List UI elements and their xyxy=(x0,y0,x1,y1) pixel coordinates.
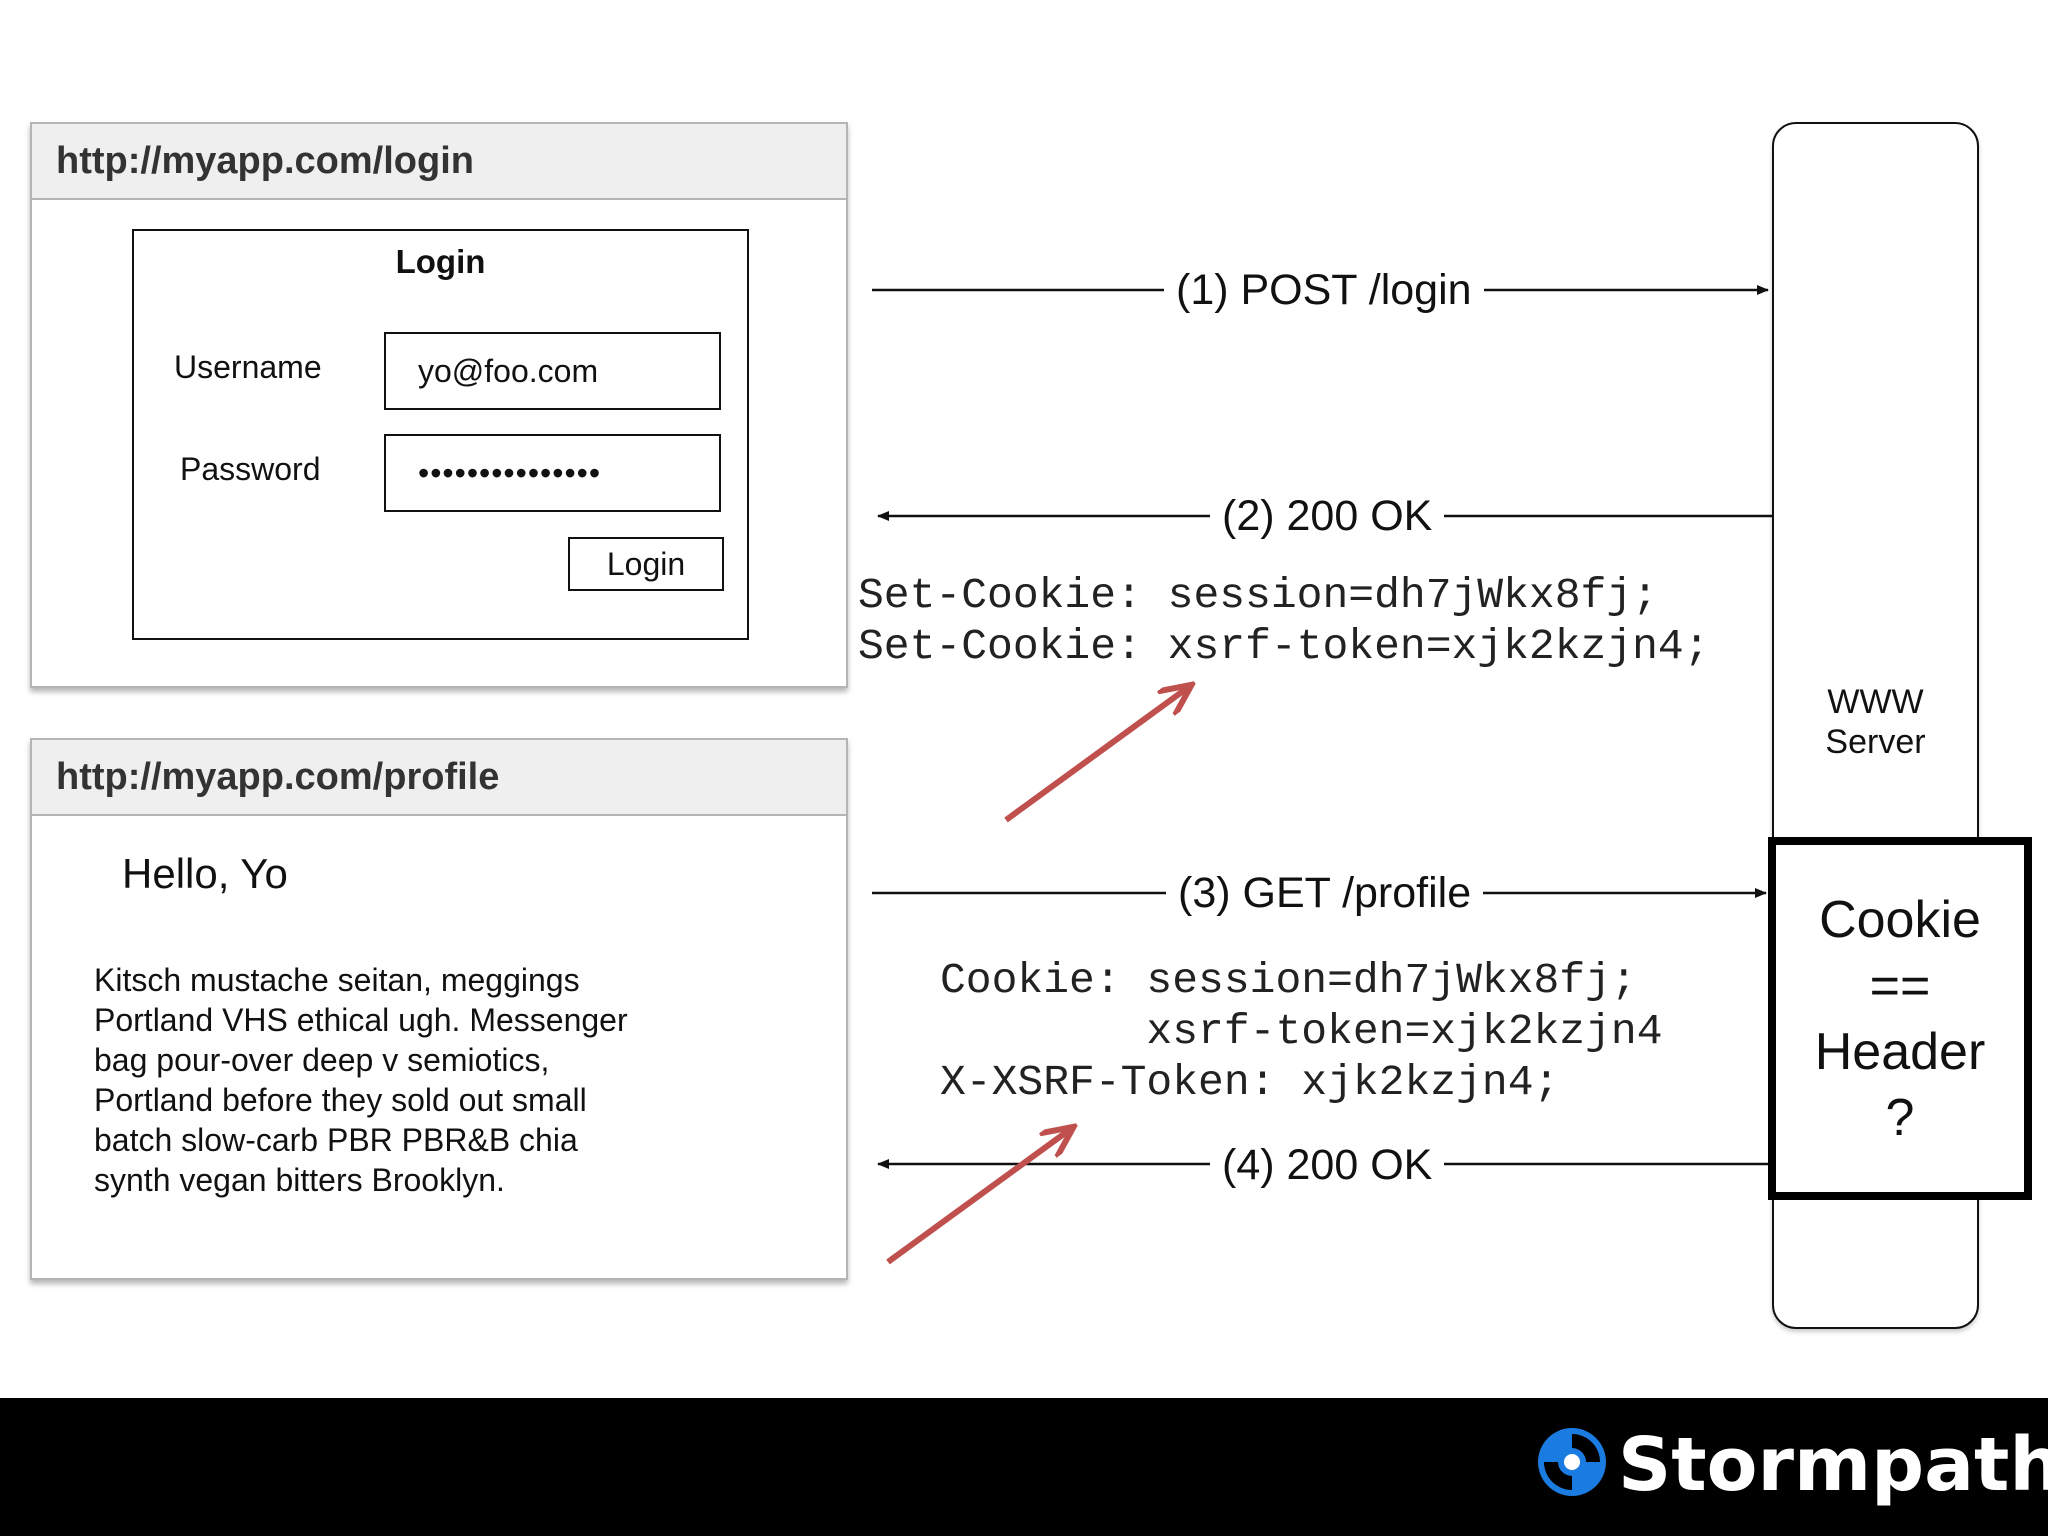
profile-greeting: Hello, Yo xyxy=(122,850,288,897)
login-button[interactable]: Login xyxy=(568,537,724,591)
set-cookie-session: Set-Cookie: session=dh7jWkx8fj; xyxy=(858,571,1658,620)
stormpath-logo-icon xyxy=(1538,1428,1606,1496)
cookie-header-session: Cookie: session=dh7jWkx8fj; xyxy=(940,956,1637,1005)
profile-url: http://myapp.com/profile xyxy=(56,755,500,798)
set-cookie-xsrf: Set-Cookie: xsrf-token=xjk2kzjn4; xyxy=(858,622,1710,671)
x-xsrf-token-header: X-XSRF-Token: xjk2kzjn4; xyxy=(940,1058,1560,1107)
label-step3: (3) GET /profile xyxy=(1166,868,1484,918)
server-label-line2: Server xyxy=(1825,723,1926,761)
server-label: WWW Server xyxy=(1772,682,1979,762)
username-label: Username xyxy=(174,349,322,385)
check-line4: ? xyxy=(1885,1088,1915,1147)
label-step1: (1) POST /login xyxy=(1164,265,1484,315)
username-value: yo@foo.com xyxy=(418,352,599,389)
login-form: Login Username yo@foo.com Password •••••… xyxy=(132,229,749,640)
red-arrow-xsrf-header xyxy=(886,1128,1072,1265)
check-line2: == xyxy=(1869,956,1931,1015)
server-label-line1: WWW xyxy=(1827,683,1924,721)
login-window: http://myapp.com/login Login Username yo… xyxy=(30,122,848,688)
profile-window: http://myapp.com/profile Hello, Yo Kitsc… xyxy=(30,738,848,1280)
login-url-bar: http://myapp.com/login xyxy=(32,124,846,200)
login-url: http://myapp.com/login xyxy=(56,139,474,182)
password-input[interactable]: ••••••••••••••• xyxy=(384,434,721,512)
check-line1: Cookie xyxy=(1819,890,1981,949)
label-step4: (4) 200 OK xyxy=(1210,1140,1445,1190)
red-arrow-set-cookie xyxy=(1004,686,1190,823)
login-form-title: Login xyxy=(395,243,486,280)
check-line3: Header xyxy=(1814,1022,1986,1081)
username-input[interactable]: yo@foo.com xyxy=(384,332,721,410)
label-step2: (2) 200 OK xyxy=(1210,491,1445,541)
password-value: ••••••••••••••• xyxy=(418,454,602,491)
cookie-header-xsrf: xsrf-token=xjk2kzjn4 xyxy=(940,1007,1663,1056)
profile-url-bar: http://myapp.com/profile xyxy=(32,740,846,816)
cookie-header-check: Cookie == Header ? xyxy=(1768,837,2032,1200)
footer-bar xyxy=(0,1398,2048,1536)
stormpath-brand: Stormpath xyxy=(1618,1422,2048,1508)
password-label: Password xyxy=(180,451,321,487)
profile-body-text: Kitsch mustache seitan, meggings Portlan… xyxy=(94,962,628,1198)
